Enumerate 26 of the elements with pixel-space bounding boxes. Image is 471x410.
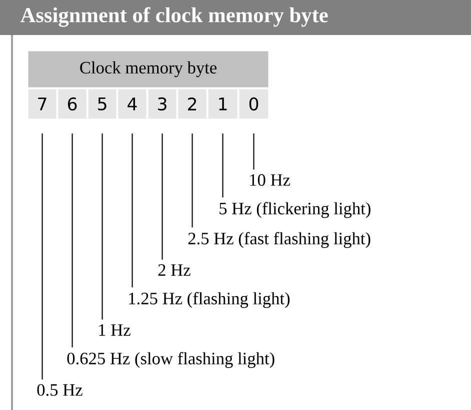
frequency-label: 2.5 Hz (fast flashing light) [188, 232, 370, 248]
frequency-label: 2 Hz [158, 264, 190, 276]
frequency-label: 0.625 Hz (slow flashing light) [67, 352, 274, 368]
leader-line [72, 134, 73, 348]
leader-line [192, 134, 193, 228]
bit-cell: 0 [239, 89, 268, 119]
leader-line [162, 134, 163, 260]
leader-line [222, 134, 224, 198]
bit-cell: 1 [208, 89, 238, 119]
leader-line [102, 134, 103, 320]
bit-cell: 5 [88, 89, 116, 119]
frequency-label: 5 Hz (flickering light) [220, 202, 370, 218]
bit-cell: 2 [178, 89, 206, 119]
leader-line [42, 134, 43, 380]
frequency-label: 0.5 Hz [37, 384, 82, 396]
frequency-label: 1 Hz [99, 324, 130, 336]
bit-cell: 3 [148, 89, 176, 119]
bit-cell: 6 [58, 89, 86, 119]
header-cell: Clock memory byte [28, 51, 268, 88]
leader-line [132, 134, 133, 288]
bit-cell: 7 [28, 89, 56, 119]
frequency-label: 1.25 Hz (flashing light) [129, 292, 290, 308]
leader-line [253, 134, 254, 170]
bit-cell: 4 [118, 89, 146, 119]
frequency-label: 10 Hz [250, 174, 290, 186]
title-bar: Assignment of clock memory byte [0, 0, 471, 35]
